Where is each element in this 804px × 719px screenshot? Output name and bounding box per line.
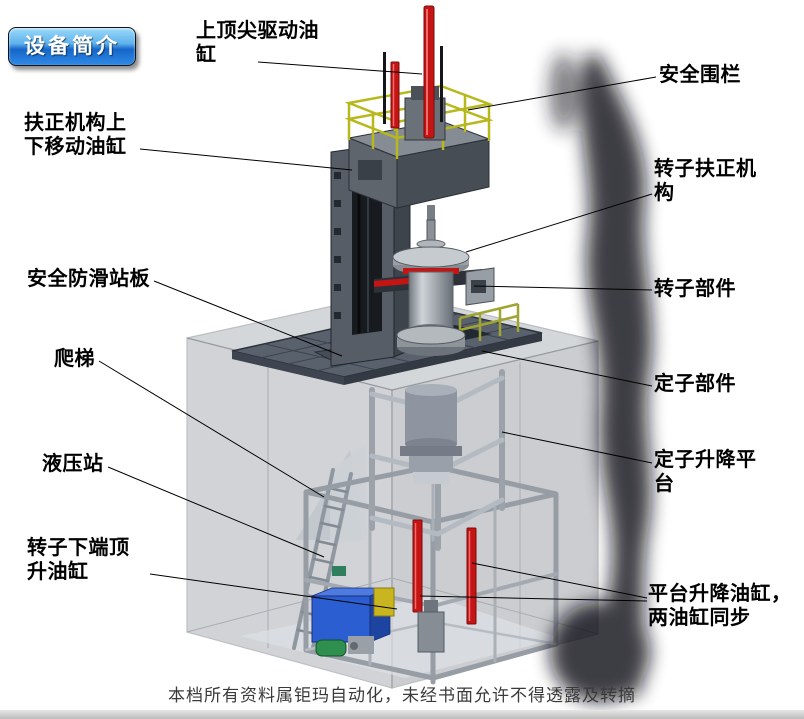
leader-lines bbox=[98, 61, 657, 610]
leader-rotor-centering bbox=[465, 193, 653, 253]
green-motor bbox=[315, 639, 347, 657]
label-ladder: 爬梯 bbox=[54, 346, 95, 370]
leader-stator-lift-platform bbox=[501, 431, 653, 464]
label-stator-lifting-platform: 定子升降平 台 bbox=[654, 447, 757, 495]
copyright-footer: 本档所有资料属钜玛自动化，未经书面允许不得透露及转摘 bbox=[168, 686, 636, 706]
leader-centering-updown-cylinder bbox=[139, 148, 353, 171]
drive-cylinder-rods bbox=[383, 5, 446, 141]
label-centering-updown-cylinder: 扶正机构上 下移动油缸 bbox=[24, 110, 127, 158]
yellow-unit bbox=[373, 587, 395, 617]
leader-top-center-drive-cylinder bbox=[257, 61, 423, 75]
label-rotor-centering-mechanism: 转子扶正机 构 bbox=[654, 156, 757, 204]
title-badge: 设备简介 bbox=[8, 27, 136, 66]
rotor-jack-graphic bbox=[417, 600, 445, 653]
smoke-artifact bbox=[549, 52, 652, 702]
label-top-center-drive-cylinder: 上顶尖驱动油 缸 bbox=[196, 18, 319, 66]
rotor-assembly bbox=[392, 219, 470, 356]
stator-stack bbox=[400, 384, 462, 484]
leader-hydraulic-station bbox=[107, 466, 325, 558]
leader-safety-fence bbox=[467, 76, 657, 111]
platform-lift-cylinders-graphic bbox=[412, 519, 477, 625]
label-safety-fence: 安全围栏 bbox=[659, 62, 741, 86]
leader-ladder bbox=[98, 360, 325, 498]
leader-rotor-bottom-jack bbox=[149, 573, 398, 610]
leader-anti-slip-board bbox=[153, 280, 343, 357]
red-rod-main bbox=[423, 5, 435, 139]
label-stator-component: 定子部件 bbox=[654, 371, 736, 395]
label-rotor-bottom-jack: 转子下端顶 升油缸 bbox=[27, 535, 130, 583]
leader-platform-lift-1 bbox=[471, 562, 648, 599]
label-rotor-component: 转子部件 bbox=[654, 276, 736, 300]
press-head bbox=[347, 120, 491, 223]
leader-platform-lift-2 bbox=[419, 595, 648, 602]
label-platform-lifting-cylinders: 平台升降油缸， 两油缸同步 bbox=[648, 581, 792, 629]
leader-rotor-component bbox=[473, 285, 653, 291]
label-anti-slip-standing-board: 安全防滑站板 bbox=[27, 266, 150, 290]
leader-stator-component bbox=[481, 350, 653, 387]
bottom-strip bbox=[0, 710, 804, 719]
label-hydraulic-station: 液压站 bbox=[42, 451, 104, 475]
